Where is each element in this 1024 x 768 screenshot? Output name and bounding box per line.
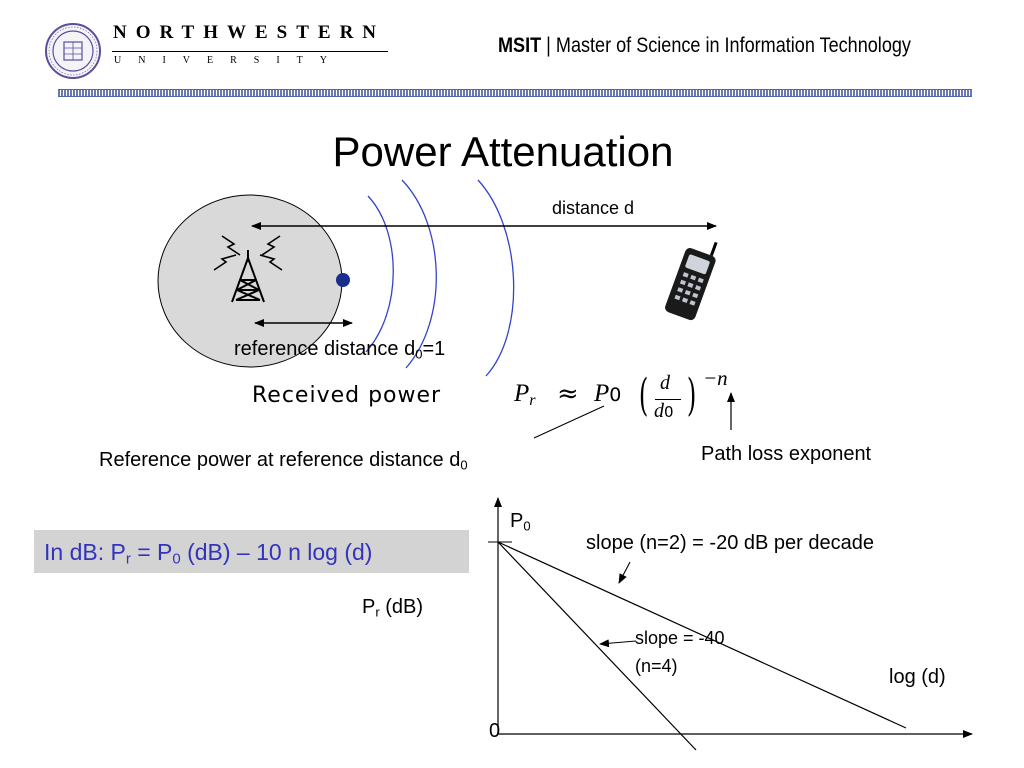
pr-letter: P — [362, 596, 376, 618]
wordmark-rule — [112, 51, 388, 52]
university-seal-icon — [45, 23, 101, 79]
slope-n4-label-line1: slope = -40 — [635, 628, 725, 648]
reference-distance-label: reference distance d0=1 — [234, 338, 445, 361]
reference-power-label: Reference power at reference distance d0 — [99, 449, 468, 472]
program-abbr: MSIT — [498, 34, 542, 57]
p0-letter: P — [510, 510, 524, 532]
db-formula-box — [34, 530, 469, 573]
wavefront-1 — [365, 195, 394, 353]
wavefront-2 — [401, 179, 437, 369]
cellphone-icon — [665, 241, 718, 321]
ref-distance-text: reference distance d — [234, 338, 416, 360]
ref-power-pointer — [533, 405, 605, 439]
received-power-word: Received power — [252, 383, 442, 408]
ref-power-sub: 0 — [460, 457, 468, 473]
y-top-label: P0 — [510, 510, 531, 533]
origin-label: 0 — [489, 720, 501, 742]
reference-point-dot — [336, 273, 350, 287]
eq-d0-letter: d — [654, 400, 664, 422]
slope-n4-pointer — [599, 639, 637, 648]
pr-sub: r — [375, 604, 380, 620]
program-heading: MSIT | Master of Science in Information … — [498, 34, 911, 58]
eq-pr-letter: P — [514, 380, 530, 407]
path-loss-label: Path loss exponent — [701, 443, 872, 465]
eq-p0-sub: 0 — [609, 384, 622, 406]
slope-n2-line — [497, 541, 907, 729]
slope-n4-label-line2: (n=4) — [635, 656, 678, 676]
formula-suffix: (dB) – 10 n log (d) — [180, 539, 373, 565]
antenna-tower-icon — [213, 235, 283, 303]
y-axis-label: Pr (dB) — [362, 596, 423, 619]
slope-n4-line — [497, 541, 697, 751]
program-name: Master of Science in Information Technol… — [555, 34, 911, 57]
formula-sub-0: 0 — [172, 550, 181, 568]
ref-power-text: Reference power at reference distance d — [99, 449, 461, 471]
formula-sub-r: r — [125, 550, 131, 568]
distance-label: distance d — [552, 198, 635, 218]
slope-n2-label: slope (n=2) = -20 dB per decade — [586, 532, 874, 554]
eq-pr-sub: r — [529, 391, 536, 410]
ref-distance-sub: 0 — [415, 346, 423, 362]
equation-approx: ≈ — [557, 379, 579, 409]
pr-unit: (dB) — [379, 596, 424, 618]
p0-sub: 0 — [523, 518, 531, 534]
x-axis-label: log (d) — [889, 666, 946, 688]
ref-distance-eq: =1 — [422, 338, 446, 360]
equation-exponent: −n — [703, 366, 728, 390]
formula-mid: = P — [130, 539, 173, 565]
slope-n2-pointer — [618, 561, 631, 584]
equation-left-paren: ( — [638, 370, 649, 421]
equation-p0: P0 — [594, 380, 621, 408]
db-formula-text: In dB: Pr = P0 (dB) – 10 n log (d) — [44, 539, 372, 568]
formula-prefix: In dB: P — [44, 539, 126, 565]
university-subword: UNIVERSITY — [114, 55, 344, 66]
equation-numerator: d — [660, 372, 670, 394]
slide-title: Power Attenuation — [332, 128, 674, 175]
equation-right-paren: ) — [686, 370, 697, 421]
header-divider — [58, 89, 972, 97]
equation-fraction-bar — [655, 399, 681, 400]
equation-denominator: d0 — [654, 400, 674, 423]
eq-p0-letter: P — [594, 380, 610, 407]
equation-pr: Pr — [514, 380, 536, 410]
eq-d0-sub: 0 — [664, 403, 674, 421]
program-sep: | — [546, 34, 551, 57]
wavefront-3 — [477, 179, 515, 377]
university-wordmark: NORTHWESTERN — [113, 22, 386, 43]
